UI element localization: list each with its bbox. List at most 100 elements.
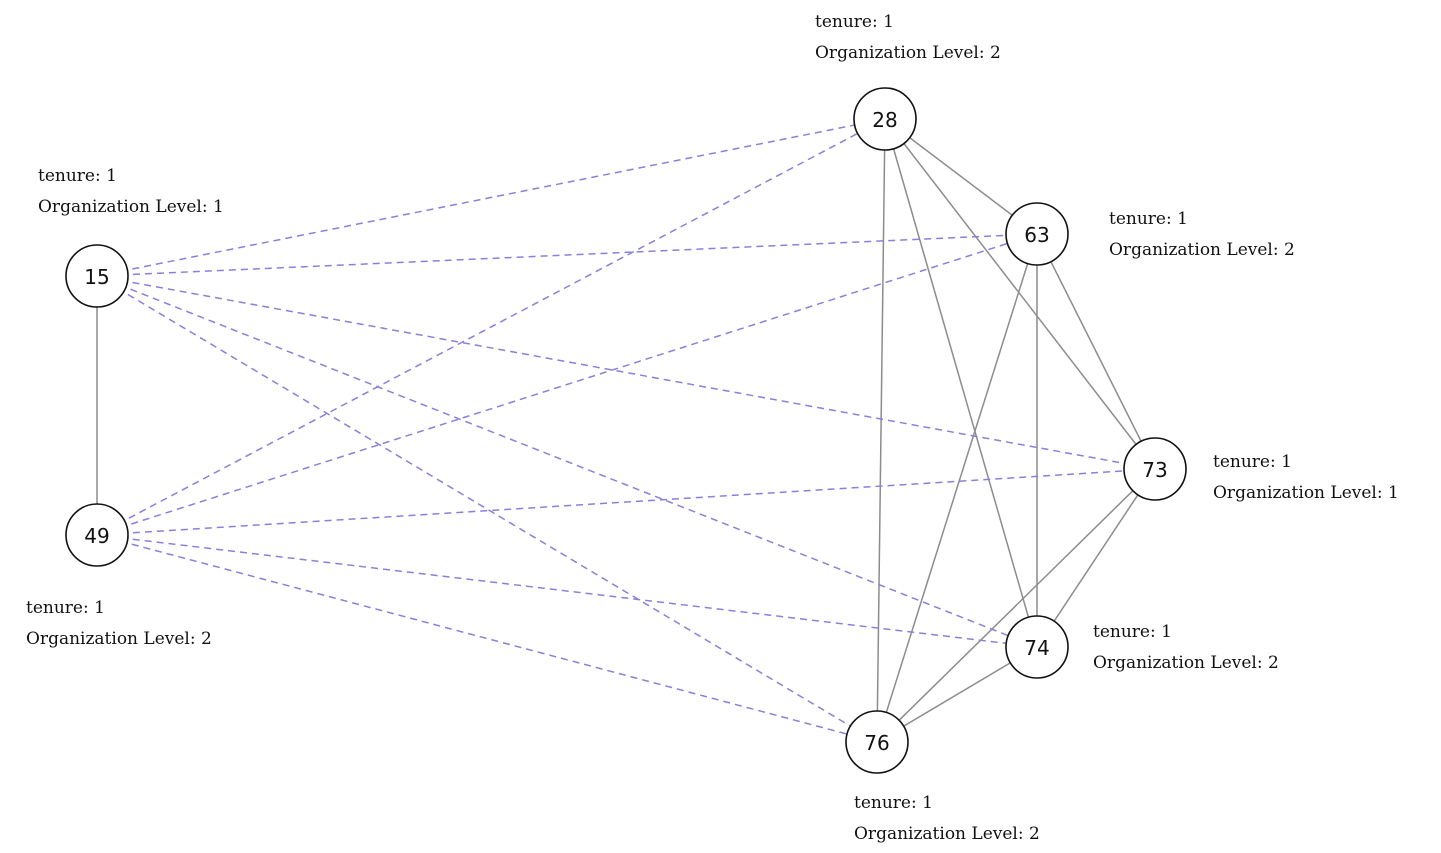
attribute-key: Organization Level	[1109, 240, 1273, 260]
attribute-value: 1	[213, 197, 224, 217]
attribute-value: 1	[1388, 483, 1399, 503]
attribute-separator: :	[202, 197, 213, 217]
edge-28-74	[884, 118, 1038, 648]
attribute-line: Organization Level: 2	[1093, 653, 1279, 673]
node-label: 74	[1024, 636, 1049, 660]
edge-28-73	[884, 118, 1156, 470]
edge-15-73	[96, 275, 1156, 470]
attribute-line: Organization Level: 1	[1213, 483, 1399, 503]
node-label: 76	[864, 731, 889, 755]
attribute-separator: :	[1273, 240, 1284, 260]
node-49[interactable]: 49	[65, 503, 129, 567]
node-74[interactable]: 74	[1005, 615, 1069, 679]
edge-63-73	[1036, 233, 1156, 470]
edge-layer	[96, 118, 1156, 743]
attribute-separator: :	[872, 12, 883, 32]
attribute-key: Organization Level	[1213, 483, 1377, 503]
node-attributes-76: tenure: 1 Organization Level: 2	[854, 793, 1040, 844]
node-label: 63	[1024, 223, 1049, 247]
attribute-value: 2	[990, 43, 1001, 63]
node-15[interactable]: 15	[65, 244, 129, 308]
edge-15-28	[96, 118, 886, 277]
edge-49-63	[96, 233, 1038, 536]
edge-49-74	[96, 534, 1038, 648]
attribute-key: Organization Level	[26, 629, 190, 649]
attribute-separator: :	[911, 793, 922, 813]
attribute-key: tenure	[1213, 452, 1270, 472]
attribute-separator: :	[1257, 653, 1268, 673]
edge-49-76	[96, 534, 878, 743]
attribute-line: Organization Level: 2	[854, 824, 1040, 844]
edge-15-74	[96, 275, 1038, 648]
attribute-key: tenure	[1109, 209, 1166, 229]
node-circle[interactable]	[1123, 437, 1187, 501]
attribute-value: 1	[1161, 622, 1172, 642]
attribute-key: Organization Level	[854, 824, 1018, 844]
attribute-value: 2	[1268, 653, 1279, 673]
edge-73-74	[1036, 468, 1156, 648]
attribute-line: Organization Level: 1	[38, 197, 224, 217]
attribute-separator: :	[1150, 622, 1161, 642]
attribute-separator: :	[95, 166, 106, 186]
node-label: 49	[84, 524, 109, 548]
node-circle[interactable]	[65, 503, 129, 567]
attribute-line: tenure: 1	[1213, 452, 1292, 472]
node-layer: 28 15 63 73 49 74 76	[65, 87, 1187, 774]
node-attributes-63: tenure: 1 Organization Level: 2	[1109, 209, 1295, 260]
attribute-value: 2	[1029, 824, 1040, 844]
edge-15-76	[96, 275, 878, 743]
attribute-line: tenure: 1	[854, 793, 933, 813]
node-circle[interactable]	[1005, 615, 1069, 679]
attribute-key: tenure	[38, 166, 95, 186]
node-76[interactable]: 76	[845, 710, 909, 774]
edge-28-76	[876, 118, 886, 743]
attribute-value: 1	[106, 166, 117, 186]
node-label: 28	[872, 108, 897, 132]
attribute-separator: :	[1166, 209, 1177, 229]
attribute-line: Organization Level: 2	[26, 629, 212, 649]
attribute-key: tenure	[1093, 622, 1150, 642]
node-label: 73	[1142, 458, 1167, 482]
node-63[interactable]: 63	[1005, 202, 1069, 266]
attribute-separator: :	[1018, 824, 1029, 844]
attribute-line: tenure: 1	[38, 166, 117, 186]
attribute-separator: :	[83, 598, 94, 618]
edge-49-28	[96, 118, 886, 536]
attribute-separator: :	[979, 43, 990, 63]
attribute-line: Organization Level: 2	[1109, 240, 1295, 260]
node-circle[interactable]	[1005, 202, 1069, 266]
attribute-line: tenure: 1	[815, 12, 894, 32]
node-circle[interactable]	[845, 710, 909, 774]
attribute-line: tenure: 1	[26, 598, 105, 618]
node-circle[interactable]	[853, 87, 917, 151]
attribute-value: 1	[883, 12, 894, 32]
attribute-separator: :	[1270, 452, 1281, 472]
edge-63-76	[876, 233, 1038, 743]
node-circle[interactable]	[65, 244, 129, 308]
attribute-line: tenure: 1	[1109, 209, 1188, 229]
attribute-line: Organization Level: 2	[815, 43, 1001, 63]
attribute-key: Organization Level	[815, 43, 979, 63]
edge-49-73	[96, 468, 1156, 536]
attribute-value: 1	[1281, 452, 1292, 472]
attribute-line: tenure: 1	[1093, 622, 1172, 642]
attribute-separator: :	[190, 629, 201, 649]
node-73[interactable]: 73	[1123, 437, 1187, 501]
attribute-key: tenure	[815, 12, 872, 32]
node-28[interactable]: 28	[853, 87, 917, 151]
attribute-value: 2	[1284, 240, 1295, 260]
node-label: 15	[84, 265, 109, 289]
attribute-value: 2	[201, 629, 212, 649]
attribute-value: 1	[922, 793, 933, 813]
edge-73-76	[876, 468, 1156, 743]
edge-15-63	[96, 233, 1038, 277]
attribute-key: tenure	[26, 598, 83, 618]
attribute-value: 1	[94, 598, 105, 618]
